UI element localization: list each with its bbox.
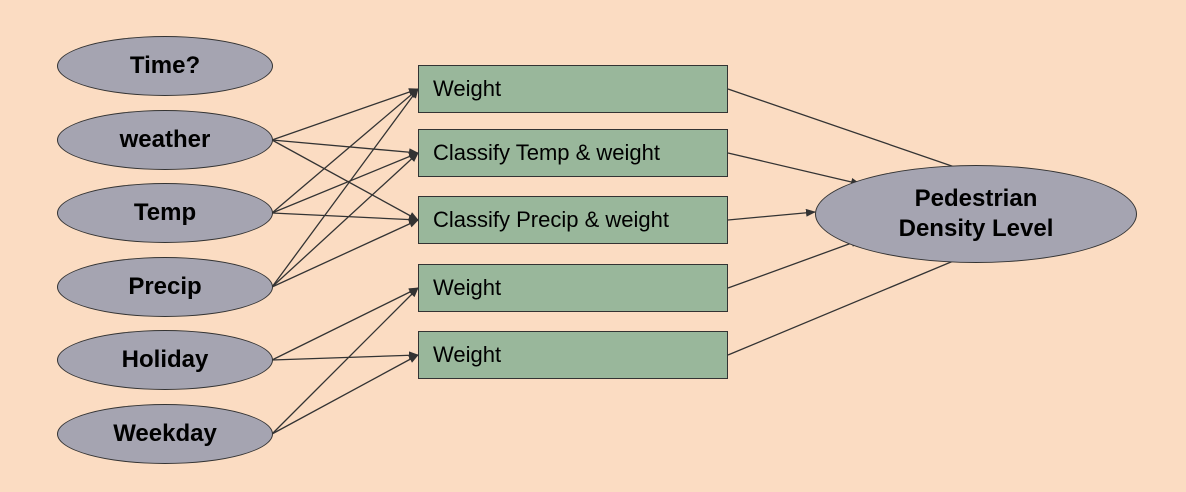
process-label: Weight (433, 275, 502, 300)
process-to-output-arrow (727, 239, 861, 289)
process-box-classify-precip: Classify Precip & weight (418, 196, 728, 244)
process-to-output-arrow (727, 152, 861, 186)
input-to-process-arrow (271, 88, 419, 214)
process-to-output-arrow (727, 208, 816, 221)
input-to-process-arrow (271, 88, 419, 288)
input-to-process-arrow (271, 351, 419, 361)
input-to-process-arrow (271, 219, 419, 288)
output-label-line1: Pedestrian (914, 185, 1038, 212)
process-label: Classify Precip & weight (433, 207, 669, 232)
process-label: Classify Temp & weight (433, 140, 661, 165)
input-node-temp: Temp (57, 183, 273, 243)
process-box-weight-2: Weight (418, 264, 728, 312)
process-to-output-arrow (727, 88, 976, 175)
input-to-process-arrow (271, 152, 419, 288)
input-label-weekday: Weekday (113, 420, 217, 447)
input-to-process-arrow (271, 287, 419, 361)
input-label-time: Time? (129, 52, 201, 79)
input-node-weather: weather (57, 110, 273, 170)
input-to-process-arrow (271, 354, 419, 435)
input-node-time: Time? (57, 36, 273, 96)
input-to-process-arrow (271, 88, 419, 141)
input-to-process-arrow (271, 287, 419, 435)
input-to-process-arrow (271, 152, 419, 214)
input-to-process-arrow (271, 212, 419, 224)
output-node-pedestrian-density: Pedestrian Density Level (815, 165, 1137, 263)
input-to-process-arrow (271, 139, 419, 157)
output-label-line2: Density Level (898, 215, 1054, 242)
input-node-precip: Precip (57, 257, 273, 317)
process-box-classify-temp: Classify Temp & weight (418, 129, 728, 177)
process-to-output-arrow (727, 251, 976, 356)
process-label: Weight (433, 342, 502, 367)
input-label-temp: Temp (133, 199, 197, 226)
input-label-precip: Precip (128, 273, 202, 300)
input-to-process-arrow (271, 139, 419, 221)
process-label: Weight (433, 76, 502, 101)
process-box-weight-1: Weight (418, 65, 728, 113)
input-label-weather: weather (119, 126, 211, 153)
input-label-holiday: Holiday (121, 346, 209, 373)
input-node-holiday: Holiday (57, 330, 273, 390)
input-node-weekday: Weekday (57, 404, 273, 464)
process-box-weight-3: Weight (418, 331, 728, 379)
